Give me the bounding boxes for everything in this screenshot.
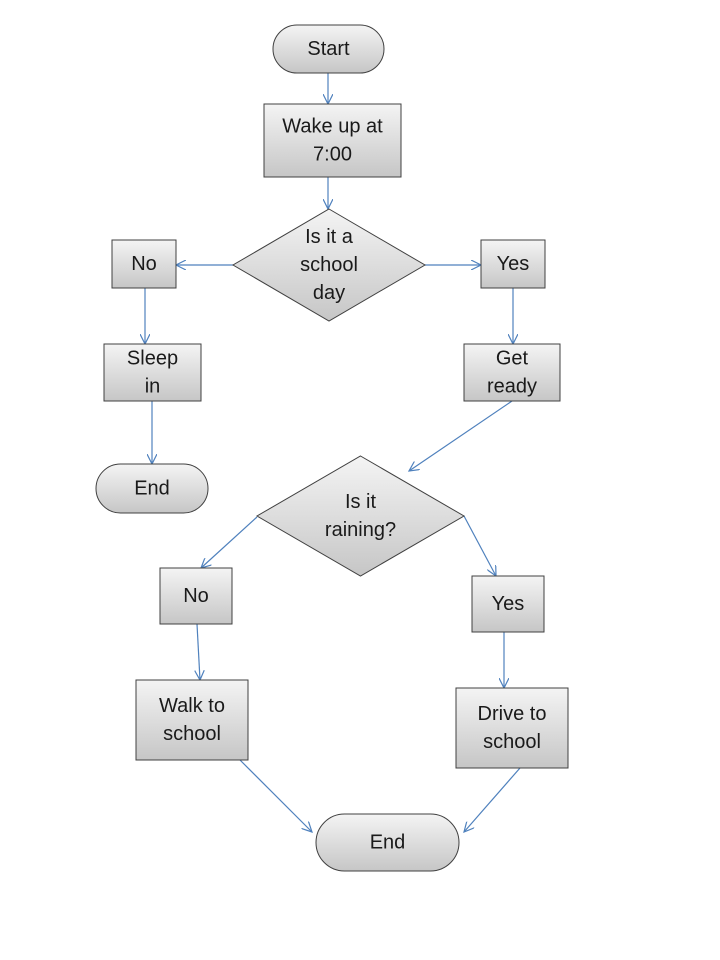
node-label: day — [313, 282, 345, 304]
connector-no2-to-walk — [197, 623, 200, 680]
process-box — [159, 567, 233, 625]
process-box — [471, 575, 545, 633]
connector-walk-to-end2 — [239, 759, 312, 832]
process-box — [103, 343, 202, 402]
terminator-shape — [315, 813, 460, 872]
process-box — [111, 239, 177, 289]
process-box — [463, 343, 561, 402]
node-yes1: Yes — [480, 239, 546, 289]
node-label: End — [134, 478, 170, 500]
process-box — [263, 103, 402, 178]
node-walk: Walk to school — [135, 679, 249, 761]
node-label: school — [300, 254, 358, 276]
node-label: End — [370, 832, 406, 854]
terminator-shape — [95, 463, 209, 514]
node-label: Yes — [497, 253, 530, 275]
node-label: 7:00 — [313, 144, 352, 166]
node-start: Start — [272, 24, 385, 74]
connector-raining-to-no2 — [201, 516, 258, 568]
node-label: Is it — [345, 491, 377, 513]
node-label: in — [145, 376, 161, 398]
node-label: No — [131, 253, 157, 275]
node-drive: Drive to school — [455, 687, 569, 769]
node-no1: No — [111, 239, 177, 289]
process-box — [135, 679, 249, 761]
node-label: Start — [307, 38, 350, 60]
node-label: school — [163, 723, 221, 745]
node-yes2: Yes — [471, 575, 545, 633]
node-school-day: Is it a school day — [232, 208, 426, 322]
node-sleep-in: Sleep in — [103, 343, 202, 402]
node-label: ready — [487, 376, 537, 398]
process-box — [455, 687, 569, 769]
node-label: Walk to — [159, 695, 225, 717]
node-raining: Is it raining? — [256, 455, 465, 577]
node-wake: Wake up at 7:00 — [263, 103, 402, 178]
connector-drive-to-end2 — [464, 767, 521, 832]
connector-raining-to-yes2 — [463, 515, 496, 576]
node-label: Drive to — [478, 703, 547, 725]
node-label: school — [483, 731, 541, 753]
node-end2: End — [315, 813, 460, 872]
node-get-ready: Get ready — [463, 343, 561, 402]
node-label: Is it a — [305, 226, 354, 248]
connectors — [145, 73, 521, 832]
terminator-shape — [272, 24, 385, 74]
decision-diamond — [232, 208, 426, 322]
decision-diamond — [256, 455, 465, 577]
node-label: Get — [496, 348, 529, 370]
node-label: raining? — [325, 519, 396, 541]
connector-get-ready-to-raining — [409, 400, 513, 471]
process-box — [480, 239, 546, 289]
node-end1: End — [95, 463, 209, 514]
node-no2: No — [159, 567, 233, 625]
node-label: Yes — [492, 593, 525, 615]
node-label: No — [183, 585, 209, 607]
node-label: Wake up at — [282, 116, 383, 138]
node-label: Sleep — [127, 348, 178, 370]
